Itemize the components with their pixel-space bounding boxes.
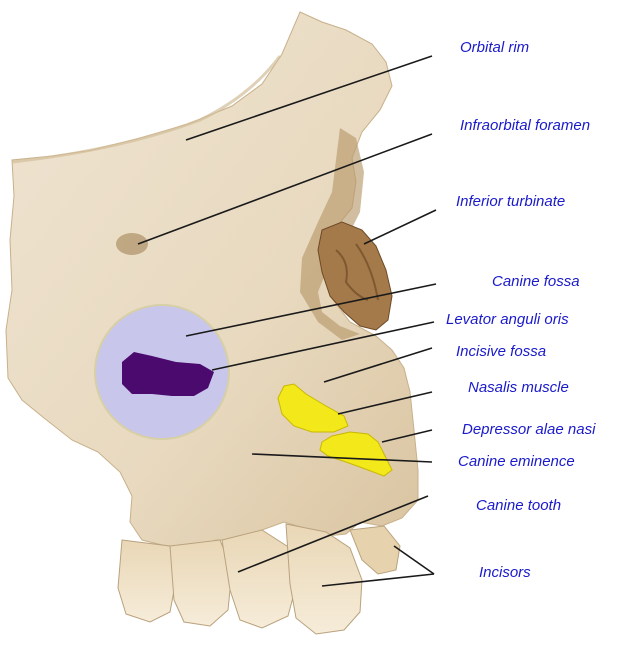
label-canine-eminence: Canine eminence xyxy=(458,453,575,471)
premolar-tooth xyxy=(170,540,232,626)
label-canine-tooth: Canine tooth xyxy=(476,497,561,515)
canine-tooth-crown xyxy=(286,524,362,634)
leader-incisors-upper xyxy=(394,546,434,574)
label-nasalis-muscle: Nasalis muscle xyxy=(468,379,569,397)
label-inferior-turbinate: Inferior turbinate xyxy=(456,193,565,211)
label-incisive-fossa: Incisive fossa xyxy=(456,343,546,361)
infraorbital-foramen xyxy=(116,233,148,255)
label-infraorbital-foramen: Infraorbital foramen xyxy=(460,117,590,135)
label-incisors: Incisors xyxy=(479,564,531,582)
label-canine-fossa: Canine fossa xyxy=(492,273,580,291)
label-orbital-rim: Orbital rim xyxy=(460,39,529,57)
label-depressor-alae-nasi: Depressor alae nasi xyxy=(462,421,595,439)
molar-tooth xyxy=(118,540,176,622)
premolar-tooth xyxy=(222,530,296,628)
leader-inferior-turbinate xyxy=(364,210,436,244)
label-levator-anguli-oris: Levator anguli oris xyxy=(446,311,569,329)
